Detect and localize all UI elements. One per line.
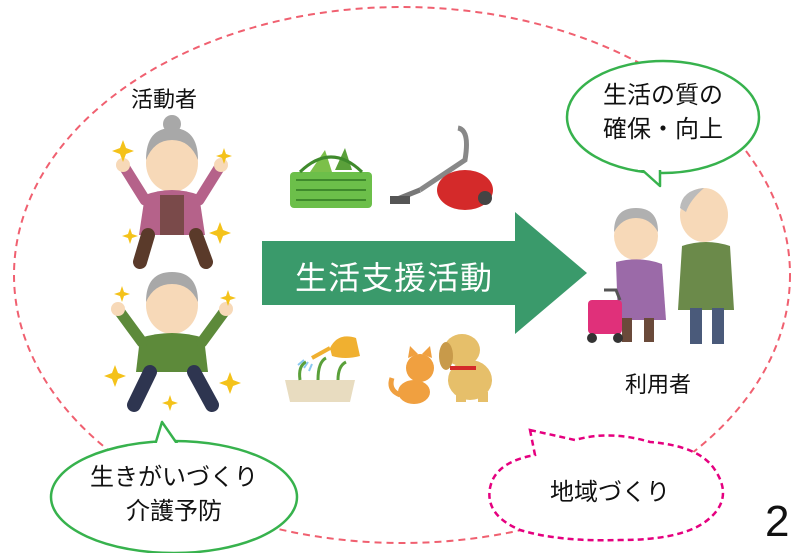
watering-can-icon <box>297 336 360 372</box>
community-bubble-shape <box>488 428 725 542</box>
user-couple-illustration <box>587 188 734 344</box>
support-arrow <box>262 212 587 334</box>
dog-icon <box>439 334 492 402</box>
activist-woman-illustration <box>116 115 228 269</box>
shopping-basket-icon <box>290 148 372 208</box>
support-activity-label: 生活支援活動 <box>295 259 494 297</box>
outer-dashed-ellipse <box>13 6 791 544</box>
quality-of-life-bubble-shape <box>565 59 761 188</box>
activist-man-illustration <box>111 272 233 412</box>
cat-icon <box>388 346 434 404</box>
activist-label: 活動者 <box>131 88 198 113</box>
walker-icon <box>588 300 622 334</box>
motivation-bubble: 生きがいづくり 介護予防 <box>74 460 274 528</box>
vacuum-cleaner-icon <box>390 125 493 210</box>
page-number: 2 <box>765 497 790 546</box>
quality-of-life-bubble: 生活の質の 確保・向上 <box>583 78 743 146</box>
user-label: 利用者 <box>625 373 692 398</box>
quality-bubble-line-1: 生活の質の <box>603 81 723 109</box>
motivation-bubble-line-1: 生きがいづくり <box>90 463 258 491</box>
sparkle-icon <box>104 140 241 411</box>
quality-bubble-line-2: 確保・向上 <box>603 115 723 143</box>
community-bubble: 地域づくり <box>550 478 670 506</box>
motivation-bubble-shape <box>49 420 299 553</box>
motivation-bubble-line-2: 介護予防 <box>126 497 222 525</box>
plant-tray-icon <box>285 356 355 402</box>
